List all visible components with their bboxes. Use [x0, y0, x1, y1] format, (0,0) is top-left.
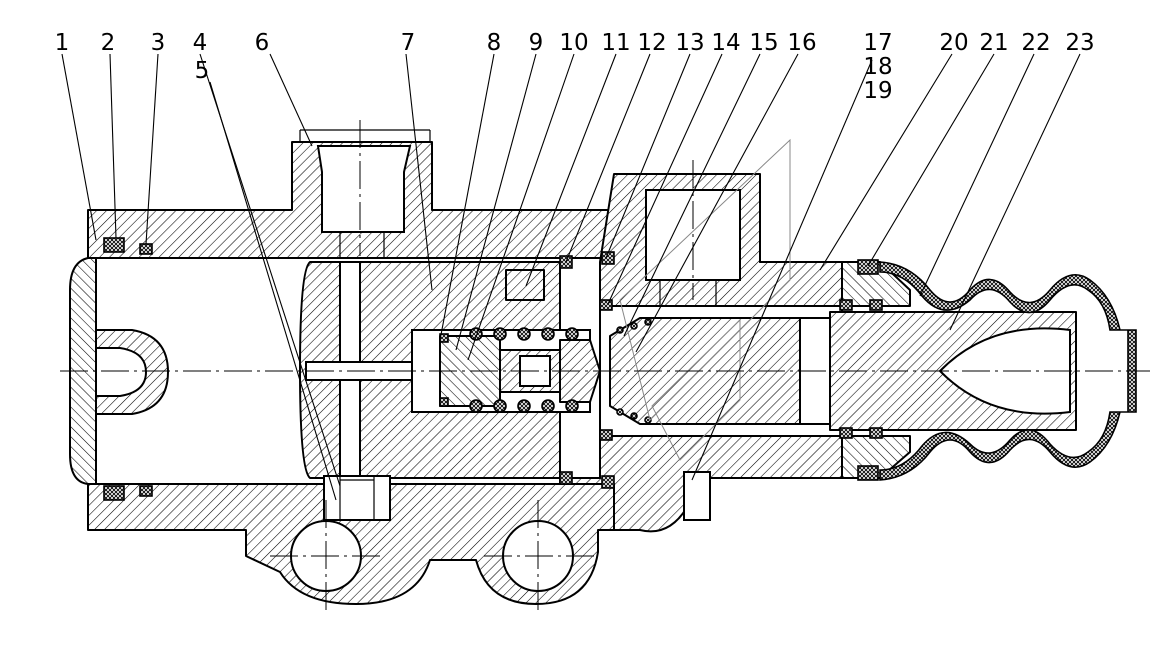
callout-7: 7 [401, 30, 416, 56]
callout-18: 18 [863, 54, 892, 80]
callout-14: 14 [711, 30, 740, 56]
seal-2-bottom [103, 485, 125, 501]
callout-17: 17 [863, 30, 892, 56]
callout-16: 16 [787, 30, 816, 56]
callout-23: 23 [1065, 30, 1094, 56]
callout-1: 1 [55, 30, 70, 56]
callout-4: 4 [193, 30, 208, 56]
leader-lines [61, 53, 1081, 501]
callout-8: 8 [487, 30, 502, 56]
callout-12: 12 [637, 30, 666, 56]
callout-5: 5 [195, 58, 210, 84]
ring-3-bottom [139, 485, 153, 497]
callout-6: 6 [255, 30, 270, 56]
inlet-fitting [316, 145, 412, 233]
callout-19: 19 [863, 78, 892, 104]
primary-piston [299, 261, 561, 479]
callout-10: 10 [559, 30, 588, 56]
stop-screw-5 [323, 475, 391, 521]
callout-labels: 1 2 3 4 5 6 7 8 9 10 11 12 13 14 15 16 1… [55, 30, 1095, 104]
rubber-boot [879, 261, 1137, 481]
callout-22: 22 [1021, 30, 1050, 56]
callout-15: 15 [749, 30, 778, 56]
seal-2-top [103, 237, 125, 253]
plug-17 [683, 471, 711, 521]
callout-3: 3 [151, 30, 166, 56]
callout-21: 21 [979, 30, 1008, 56]
callout-11: 11 [601, 30, 630, 56]
bleed-screw [505, 269, 545, 301]
ring-3-top [139, 243, 153, 255]
callout-13: 13 [675, 30, 704, 56]
secondary-spring [616, 318, 652, 424]
push-rod-seat [95, 329, 169, 415]
return-spring [469, 327, 579, 413]
callout-9: 9 [529, 30, 544, 56]
callout-20: 20 [939, 30, 968, 56]
callout-2: 2 [101, 30, 116, 56]
